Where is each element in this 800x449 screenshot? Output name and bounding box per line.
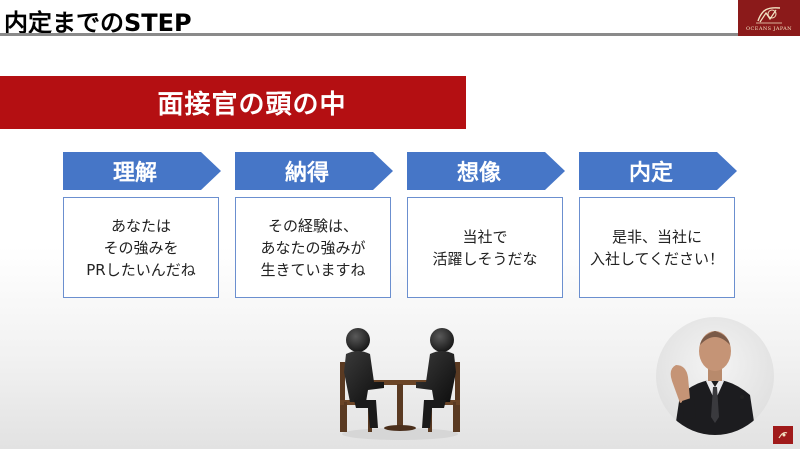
step-text-line: 入社してください！ — [589, 249, 725, 268]
channel-badge-icon — [778, 431, 788, 439]
step-text-line: その経験は、 — [267, 216, 358, 235]
step-arrow-2: 納得 — [235, 152, 393, 190]
step-text-line: あなたの強みが — [260, 238, 366, 257]
step-label: 想像 — [456, 161, 501, 186]
step-arrow-1: 理解 — [63, 152, 221, 190]
logo-text: OCEANS JAPAN — [746, 25, 792, 32]
step-text-line: その強みを — [103, 238, 179, 257]
step-label: 理解 — [112, 161, 157, 186]
step-box-3: 当社で 活躍しそうだな — [407, 197, 563, 298]
step-box-2: その経験は、 あなたの強みが 生きていますね — [235, 197, 391, 298]
header-divider — [0, 33, 738, 36]
channel-badge — [773, 426, 793, 444]
step-box-4: 是非、当社に 入社してください！ — [579, 197, 735, 298]
step-label: 納得 — [284, 161, 329, 186]
section-banner: 面接官の頭の中 — [0, 76, 466, 129]
step-text-line: 当社で — [462, 227, 508, 246]
step-text-line: 生きていますね — [260, 260, 366, 279]
step-arrow-3: 想像 — [407, 152, 565, 190]
step-text-line: PRしたいんだね — [86, 260, 196, 279]
presenter-video-icon — [670, 331, 756, 435]
two-figures-interview-icon — [340, 328, 460, 440]
header: 内定までのSTEP OCEANS JAPAN — [0, 0, 800, 37]
banner-title: 面接官の頭の中 — [157, 90, 347, 120]
step-text-line: 活躍しそうだな — [432, 249, 538, 268]
step-arrow-4: 内定 — [579, 152, 737, 190]
logo: OCEANS JAPAN — [738, 0, 800, 36]
oceans-japan-emblem-icon — [756, 6, 782, 23]
interview-illustration — [330, 322, 470, 446]
page-title: 内定までのSTEP — [4, 9, 192, 37]
presenter-video — [656, 317, 774, 435]
step-text-line: 是非、当社に — [611, 227, 702, 246]
step-label: 内定 — [628, 161, 673, 186]
step-text-line: あなたは — [110, 216, 171, 235]
step-box-1: あなたは その強みを PRしたいんだね — [63, 197, 219, 298]
